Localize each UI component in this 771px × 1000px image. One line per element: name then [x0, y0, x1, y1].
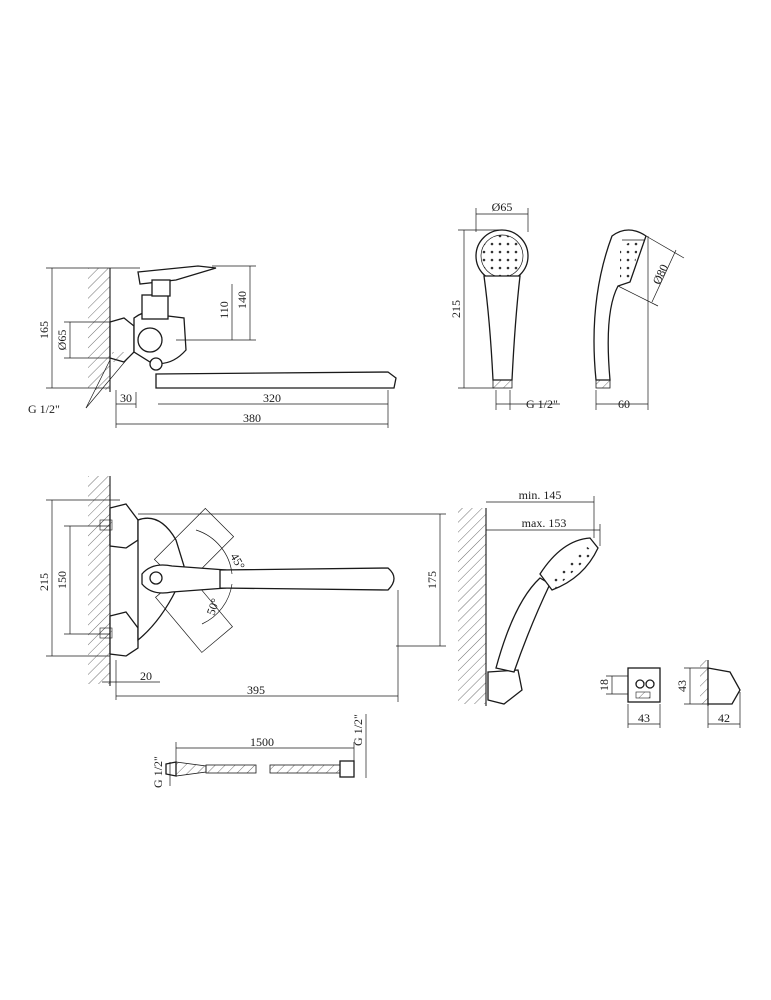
cartridge-housing — [141, 294, 169, 320]
dim-total-395: 395 — [247, 683, 265, 697]
hose-right-nut — [339, 760, 355, 778]
diverter-outlet — [149, 357, 163, 371]
bracket-side: 43 42 — [675, 660, 741, 728]
dim-hose-1500: 1500 — [250, 735, 274, 749]
dim-dia-65: Ø65 — [55, 330, 69, 351]
shower-handle — [483, 275, 521, 381]
dim-offset-30: 30 — [120, 391, 132, 405]
spout-top — [219, 567, 395, 591]
hand-shower-front: Ø65 215 G 1/2" — [449, 200, 560, 411]
bracket-front: 18 43 — [597, 667, 661, 728]
bracket-side-body — [707, 667, 741, 705]
dim-head-dia-65: Ø65 — [492, 200, 513, 214]
lever-base — [151, 279, 171, 297]
dim-angle-45: 45° — [227, 551, 248, 573]
dim-height-110: 110 — [217, 301, 231, 319]
dim-height-215: 215 — [37, 573, 51, 591]
thread-stub — [112, 352, 128, 362]
dim-spout-320: 320 — [263, 391, 281, 405]
dim-length-215: 215 — [449, 300, 463, 318]
holder-shower-handle — [495, 577, 551, 673]
top-view: 45° 50° 215 150 175 20 395 — [37, 476, 446, 702]
side-nozzles — [620, 236, 640, 280]
dim-height-140: 140 — [235, 291, 249, 309]
shower-thread — [492, 379, 513, 389]
dim-spacing-150: 150 — [55, 571, 69, 589]
upper-fitting — [109, 503, 139, 549]
dim-depth-175: 175 — [425, 571, 439, 589]
dim-offset-20: 20 — [140, 669, 152, 683]
dim-angle-50: 50° — [204, 596, 223, 617]
lever-handle — [137, 265, 217, 285]
dim-hose-thread-left: G 1/2" — [151, 756, 165, 788]
nozzle-face — [480, 234, 524, 278]
diverter-knob — [137, 327, 163, 353]
holder-bracket — [487, 669, 523, 705]
hose-left-nut — [175, 761, 207, 777]
shower-in-holder: min. 145 max. 153 — [458, 488, 601, 706]
dim-height-165: 165 — [37, 321, 51, 339]
dim-bracket-width-43: 43 — [638, 711, 650, 725]
dim-bracket-height-43: 43 — [675, 680, 689, 692]
shower-hose: 1500 G 1/2" G 1/2" — [151, 714, 367, 788]
dim-side-dia-80: Ø80 — [650, 262, 671, 287]
dim-bracket-depth-42: 42 — [718, 711, 730, 725]
dim-thread-g12: G 1/2" — [28, 402, 60, 416]
lower-fitting — [109, 611, 139, 657]
dim-hose-thread-right: G 1/2" — [351, 714, 365, 746]
dim-depth-60: 60 — [618, 397, 630, 411]
hose-section-left — [205, 764, 257, 774]
dim-shower-thread: G 1/2" — [526, 397, 558, 411]
hand-shower-side: Ø80 60 — [593, 229, 685, 411]
spout — [155, 371, 397, 389]
wall-hatch — [88, 268, 110, 390]
dim-total-380: 380 — [243, 411, 261, 425]
hose-section-right — [269, 764, 341, 774]
side-view: 165 Ø65 140 110 G 1/2" 30 320 380 — [28, 265, 397, 428]
dim-bracket-18: 18 — [597, 679, 611, 691]
wall-hatch-2 — [88, 476, 110, 684]
wall-hatch-3 — [458, 508, 486, 704]
dim-min-145: min. 145 — [519, 488, 562, 502]
side-thread — [595, 379, 611, 389]
dim-max-153: max. 153 — [522, 516, 567, 530]
